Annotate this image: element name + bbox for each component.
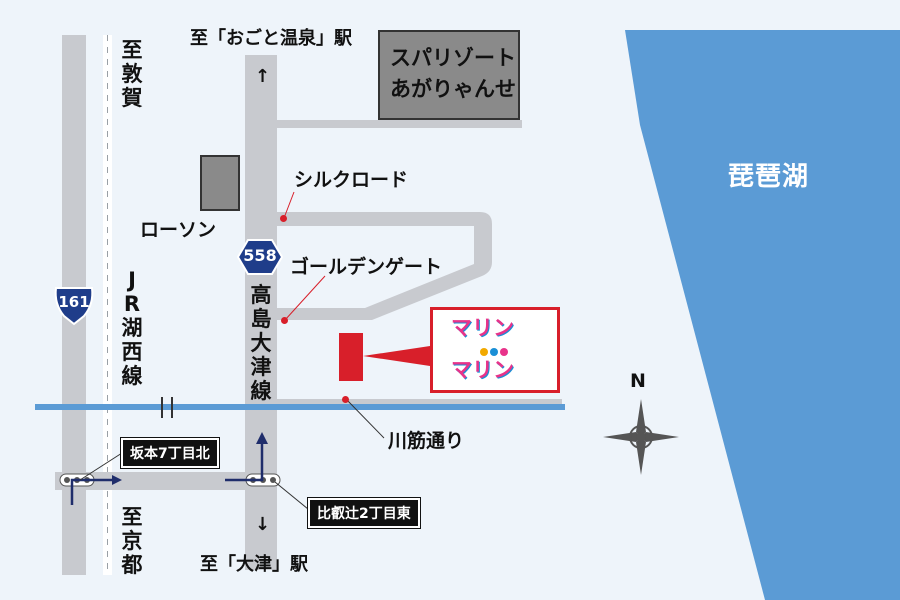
spa-building: スパリゾート あがりゃんせ: [378, 30, 520, 120]
kawasuji-label: 川筋通り: [388, 430, 465, 452]
south-station-label: 至「大津」駅: [200, 554, 308, 575]
lake-polygon: [625, 30, 900, 600]
spa-road: [277, 120, 522, 128]
sw-char: 至: [121, 505, 143, 529]
jr-char: 西: [121, 340, 143, 364]
route-char: 島: [250, 307, 272, 331]
hieitsuji-connector: [274, 481, 309, 510]
route558-number: 558: [243, 246, 277, 265]
spa-label-line2: あがりゃんせ: [390, 77, 516, 101]
compass-rose: [603, 399, 679, 475]
lawson-label: ローソン: [140, 219, 217, 241]
marin-flower-icon: [479, 343, 509, 356]
arrow-head-east: [112, 475, 122, 485]
route161-shield: 161: [50, 284, 98, 326]
marin-building: [339, 333, 363, 381]
kawasuji-dot: [342, 396, 349, 403]
silkroad-label: シルクロード: [294, 169, 409, 191]
north-west-direction: 至 敦 賀: [120, 38, 144, 110]
kawasuji-road: [277, 399, 562, 407]
kawasuji-leader: [345, 398, 385, 439]
sakamoto-connector: [79, 452, 123, 481]
lake-label: 琵琶湖: [728, 162, 810, 192]
route-char: 津: [250, 355, 272, 379]
marin-callout: マリン マリン: [430, 307, 560, 393]
nw-char: 至: [121, 38, 143, 62]
jr-char: 線: [121, 364, 143, 388]
compass-north-label: N: [630, 370, 646, 392]
route558-name-label: 高 島 大 津 線: [249, 283, 273, 403]
route161-number: 161: [58, 293, 90, 311]
jr-line-label: J R 湖 西 線: [120, 268, 144, 388]
south-arrow: ↓: [255, 514, 271, 535]
route-arrows: [70, 442, 264, 505]
goldengate-label: ゴールデンゲート: [290, 256, 443, 278]
route-char: 線: [250, 379, 272, 403]
silkroad-dot: [280, 215, 287, 222]
spa-label-line1: スパリゾート: [390, 46, 516, 70]
silkroad-leader: [283, 191, 295, 219]
marin-pointer: [363, 346, 430, 366]
arrow-head-north: [256, 432, 268, 444]
lawson-building: [200, 155, 240, 211]
marin-line2: マリン: [451, 358, 514, 382]
nw-char: 賀: [121, 86, 143, 110]
compass-rose-icon: [601, 397, 681, 477]
river: [35, 404, 565, 410]
route558-shield-shape: [237, 239, 283, 275]
route558-shield: 558: [237, 238, 283, 276]
north-station-label: 至「おごと温泉」駅: [190, 28, 352, 49]
goldengate-dot: [281, 317, 288, 324]
goldengate-leader: [284, 275, 326, 321]
flower-decoration: [480, 348, 508, 356]
route-char: 高: [250, 283, 272, 307]
hieitsuji-intersection-label: 比叡辻2丁目東: [308, 498, 420, 528]
jr-char: 湖: [121, 316, 143, 340]
jr-char: J: [128, 268, 136, 292]
cross-road: [55, 472, 277, 490]
nw-char: 敦: [121, 62, 143, 86]
north-arrow: ↑: [255, 66, 271, 87]
loop-road: [277, 212, 492, 320]
route161-shield-shape: [54, 287, 94, 326]
sw-char: 京: [121, 529, 143, 553]
route-char: 大: [250, 331, 272, 355]
marin-line1: マリン: [451, 316, 514, 340]
jr-char: R: [123, 292, 141, 316]
south-west-direction: 至 京 都: [120, 505, 144, 577]
sw-char: 都: [121, 553, 143, 577]
sakamoto-intersection-label: 坂本7丁目北: [121, 438, 219, 468]
